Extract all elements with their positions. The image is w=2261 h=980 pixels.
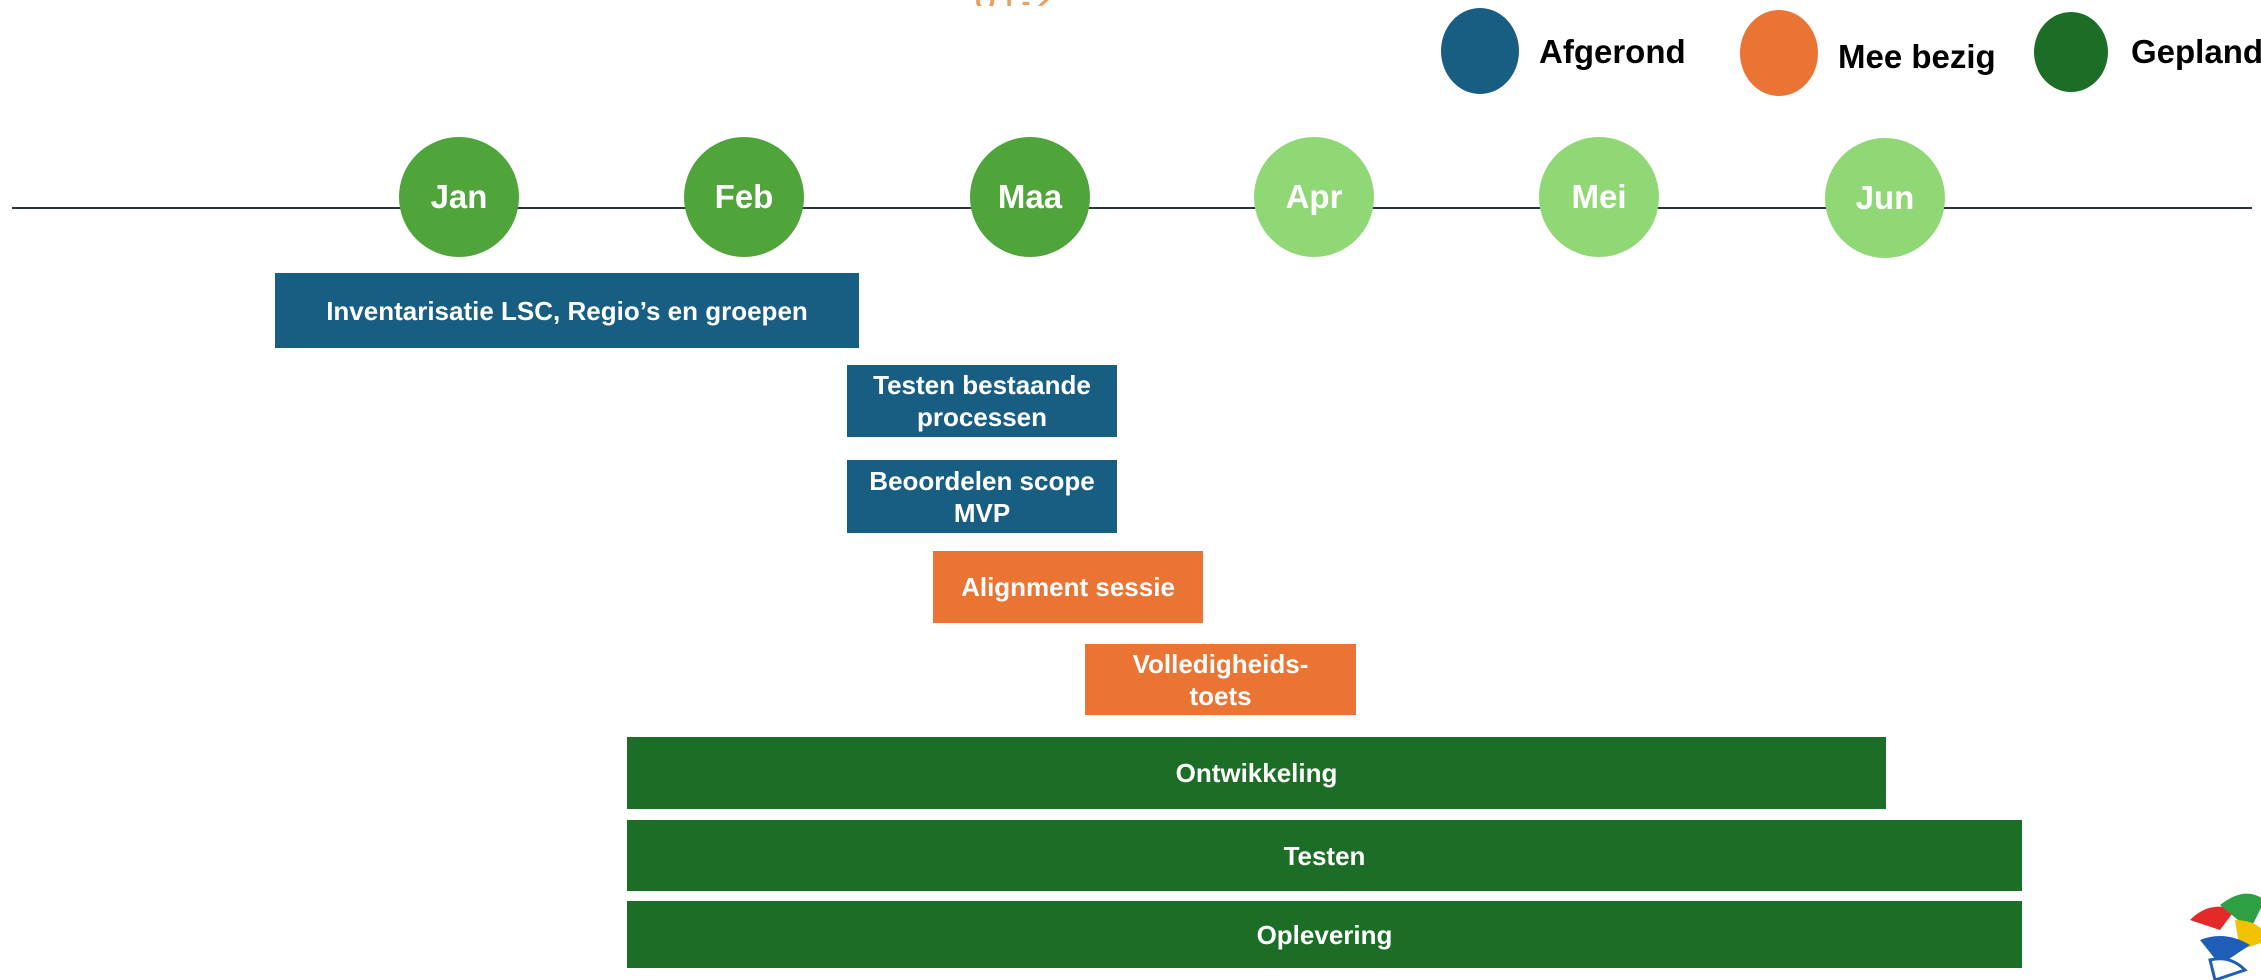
month-jun: Jun [1825,138,1945,258]
month-jan: Jan [399,137,519,257]
task-testen-bestaande-processen: Testen bestaande processen [847,365,1117,437]
month-maa: Maa [970,137,1090,257]
task-testen: Testen [627,820,2022,891]
title-fragment-decoration: Q1-2 [975,0,1195,6]
month-apr: Apr [1254,137,1374,257]
task-volledigheidstoets: Volledigheids-toets [1085,644,1356,715]
legend-swatch-gepland [2034,12,2108,92]
task-oplevering: Oplevering [627,901,2022,968]
month-mei: Mei [1539,137,1659,257]
legend-label-mee-bezig: Mee bezig [1838,38,1996,75]
legend-swatch-afgerond [1441,8,1519,94]
task-beoordelen-scope-mvp: Beoordelen scope MVP [847,460,1117,533]
month-feb: Feb [684,137,804,257]
task-ontwikkeling: Ontwikkeling [627,737,1886,809]
task-inventarisatie: Inventarisatie LSC, Regio’s en groepen [275,273,859,348]
legend-swatch-mee-bezig [1740,10,1818,96]
logo-icon [2190,893,2261,980]
legend-label-gepland: Gepland [2131,33,2261,70]
timeline-axis [12,207,2252,209]
legend-label-afgerond: Afgerond [1539,33,1686,70]
task-alignment-sessie: Alignment sessie [933,551,1203,623]
